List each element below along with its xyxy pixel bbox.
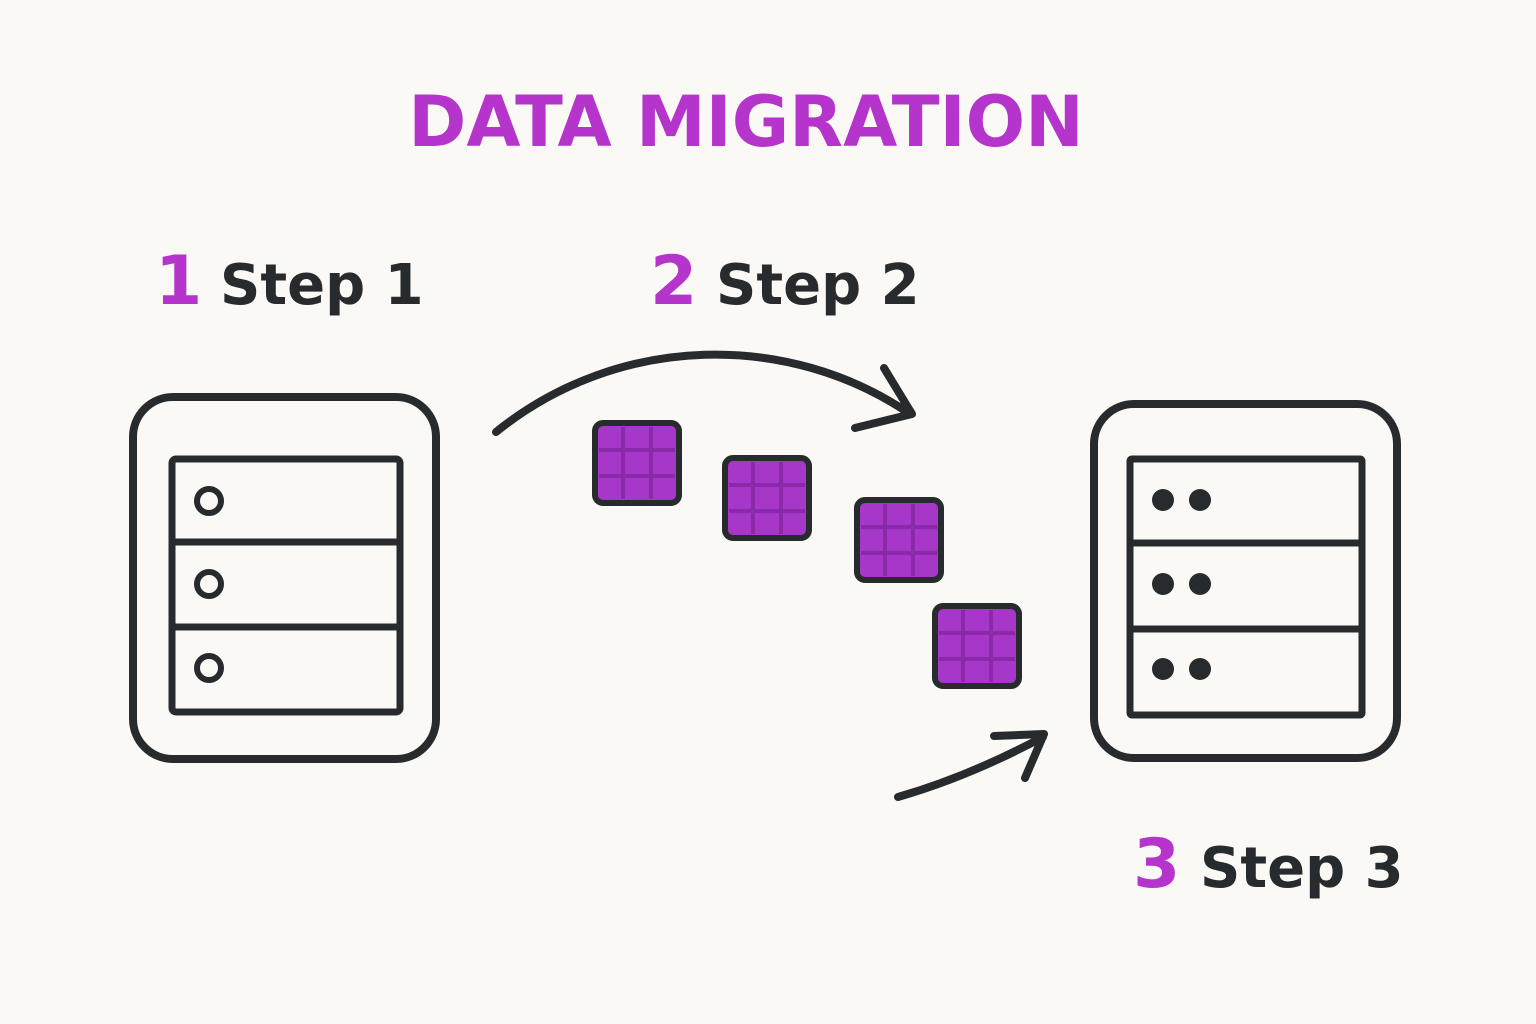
target-server-icon	[1090, 400, 1401, 762]
top-curved-arrow-icon	[492, 350, 916, 436]
step-2-number: 2	[650, 242, 697, 321]
step-3-heading: 3 Step 3	[1133, 825, 1404, 904]
step-1-number: 1	[155, 242, 202, 321]
step-2-heading: 2 Step 2	[650, 242, 920, 321]
data-packet-icon	[935, 606, 1019, 686]
step-1-heading: 1 Step 1	[155, 242, 424, 321]
data-packet-icon	[595, 423, 679, 503]
source-server-icon	[129, 393, 440, 763]
step-3-number: 3	[1133, 825, 1180, 904]
step-1-label: Step 1	[220, 253, 424, 318]
data-packet-icon	[857, 500, 941, 580]
data-packet-icon	[725, 458, 809, 538]
step-3-label: Step 3	[1200, 836, 1404, 901]
page-title: DATA MIGRATION	[408, 81, 1083, 163]
step-2-label: Step 2	[716, 253, 920, 318]
bottom-curved-arrow-icon	[894, 730, 1048, 801]
